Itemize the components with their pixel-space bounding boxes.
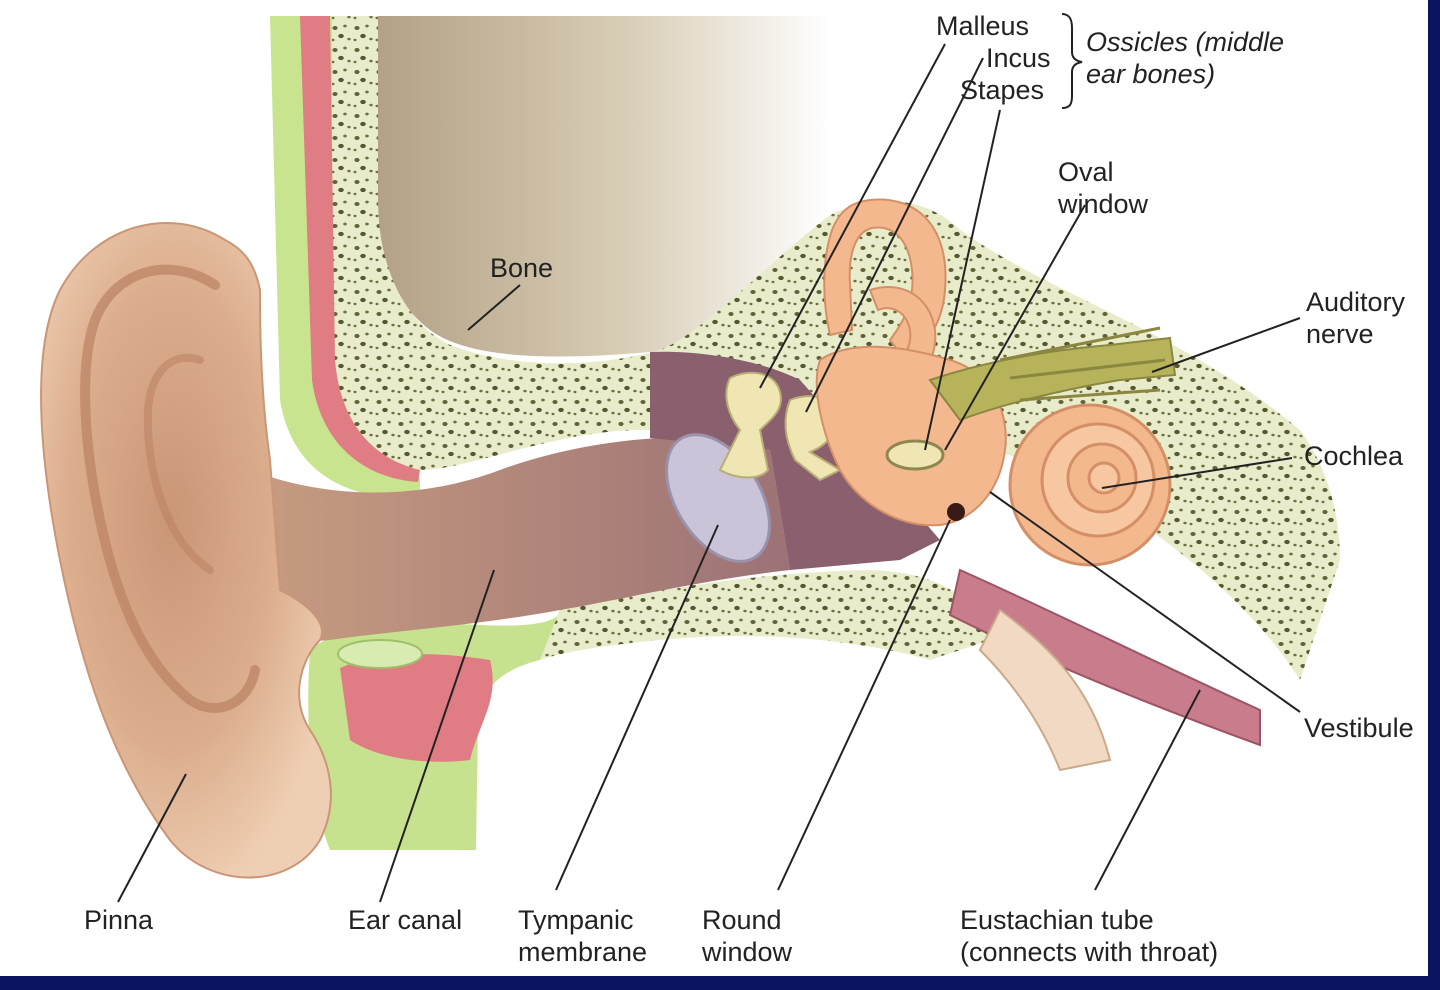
leader-pinna — [117, 773, 187, 903]
ear-canal — [250, 438, 790, 641]
label-ear-canal: Ear canal — [348, 905, 463, 935]
label-tympanic-membrane: Tympanic membrane — [518, 905, 648, 967]
label-malleus: Malleus — [936, 11, 1030, 41]
label-oval-window: Oval window — [1058, 157, 1149, 219]
label-bone: Bone — [490, 253, 554, 283]
leader-auditory-nerve — [1151, 317, 1301, 373]
label-pinna: Pinna — [84, 905, 154, 935]
skull-cavity — [378, 16, 830, 357]
muscle-layer — [300, 16, 420, 482]
label-auditory-nerve: Auditory nerve — [1306, 287, 1406, 349]
cochlea-shape — [1008, 403, 1172, 567]
leader-stapes — [924, 109, 1001, 451]
leader-ear-canal — [379, 569, 495, 903]
ossicles-brace — [1061, 13, 1083, 109]
lower-bone — [540, 570, 990, 660]
leader-bone — [467, 284, 521, 331]
frame-border-bottom — [0, 976, 1440, 990]
upper-bone — [330, 16, 1340, 680]
leader-tympanic — [555, 524, 719, 891]
leader-cochlea — [1101, 457, 1293, 489]
label-vestibule: Vestibule — [1304, 713, 1414, 743]
label-cochlea: Cochlea — [1304, 441, 1404, 471]
auditory-nerve-shape — [928, 336, 1177, 422]
label-round-window: Round window — [702, 905, 793, 967]
leader-round-window — [777, 519, 951, 891]
label-ossicles: Ossicles (middle ear bones) — [1086, 27, 1285, 89]
leader-lines — [117, 43, 1301, 903]
leader-malleus — [759, 43, 946, 389]
label-incus: Incus — [986, 43, 1051, 73]
leader-eustachian — [1094, 689, 1201, 891]
leader-incus — [805, 57, 984, 413]
lower-muscle — [340, 654, 493, 762]
frame-border-right — [1428, 0, 1440, 990]
leader-vestibule — [989, 491, 1301, 713]
round-window-shape — [947, 503, 965, 521]
ossicle-chain — [718, 371, 782, 479]
label-eustachian-tube: Eustachian tube (connects with throat) — [960, 905, 1219, 967]
label-stapes: Stapes — [960, 75, 1045, 105]
oval-window-shape — [885, 439, 945, 471]
leader-oval-window — [944, 204, 1086, 451]
